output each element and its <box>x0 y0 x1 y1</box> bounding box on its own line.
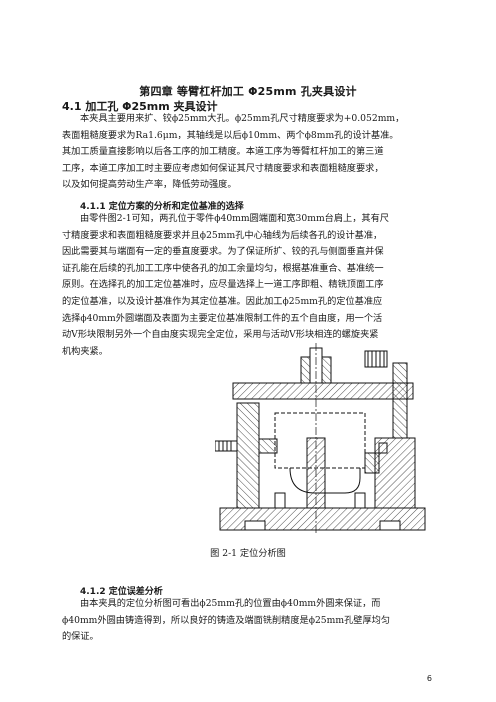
text-line: ϕ40mm外圆由铸造得到，所以良好的铸造及端面铣削精度是ϕ25mm孔壁厚均匀 <box>62 614 391 626</box>
figure-caption: 图 2-1 定位分析图 <box>210 548 286 559</box>
text-line: 其加工质量直接影响以后各工序的加工精度。本道工序为等臂杠杆加工的第三道 <box>62 146 384 158</box>
fixture-drawing-figure <box>215 343 426 535</box>
text-line: 的定位基准，以及设计基准作为其定位基准。因此加工ϕ25mm孔的定位基准应 <box>62 295 383 307</box>
text-line: 表面粗糙度要求为Ra1.6μm，其轴线是以后ϕ10mm、两个ϕ8mm孔的设计基准… <box>62 129 399 141</box>
text-line: 以及如何提高劳动生产率，降低劳动强度。 <box>62 179 237 191</box>
subsection-title-4-1-1: 4.1.1 定位方案的分析和定位基准的选择 <box>80 202 244 212</box>
text-line: 证孔能在后续的孔加工工序中使各孔的加工余量均匀，根据基准重合、基准统一 <box>62 262 384 274</box>
text-line: 因此需要其与端面有一定的垂直度要求。为了保证所扩、铰的孔与侧面垂直并保 <box>62 246 384 258</box>
drill-plate <box>232 382 414 400</box>
intro-paragraph: 本夹具主要用来扩、铰ϕ25mm大孔。ϕ25mm孔尺寸精度要求为+0.052mm，… <box>62 111 438 194</box>
text-line: 的保证。 <box>62 631 99 643</box>
text-line: 本夹具主要用来扩、铰ϕ25mm大孔。ϕ25mm孔尺寸精度要求为+0.052mm， <box>80 113 405 124</box>
text-line: 工序，本道工序加工时主要应考虑如何保证其尺寸精度要求和表面粗糙度要求， <box>62 162 384 174</box>
left-support <box>236 402 260 509</box>
text-line: 由本夹具的定位分析图可看出ϕ25mm孔的位置由ϕ40mm外圆来保证，而 <box>80 598 381 609</box>
subsection-title-4-1-2: 4.1.2 定位误差分析 <box>80 587 163 597</box>
text-line: 寸精度要求和表面粗糙度要求并且ϕ25mm孔中心轴线为后续各孔的设计基准， <box>62 229 383 241</box>
text-line: 原则。在选择孔的加工定位基准时，应尽量选择上一道工序即粗、精铣顶面工序 <box>62 279 384 291</box>
text-line: 选择ϕ40mm外圆端面及表面为主要定位基准限制工件的五个自由度，用一个活 <box>62 312 383 324</box>
text-line: 机构夹紧。 <box>62 345 108 357</box>
text-line: 由零件图2-1可知，两孔位于零件ϕ40mm圆端面和宽30mm台肩上，其有尺 <box>80 213 389 224</box>
chapter-title: 第四章 等臂杠杆加工 Φ25mm 孔夹具设计 <box>139 85 357 98</box>
section-title: 4.1 加工孔 Φ25mm 夹具设计 <box>62 100 218 113</box>
positioning-paragraph: 由零件图2-1可知，两孔位于零件ϕ40mm圆端面和宽30mm台肩上，其有尺 寸精… <box>62 211 438 360</box>
text-line: 动V形块限制另外一个自由度实现完全定位，采用与活动V形块相连的螺旋夹紧 <box>62 329 379 341</box>
page-number: 6 <box>426 674 432 683</box>
error-analysis-paragraph: 由本夹具的定位分析图可看出ϕ25mm孔的位置由ϕ40mm外圆来保证，而 ϕ40m… <box>62 596 438 646</box>
